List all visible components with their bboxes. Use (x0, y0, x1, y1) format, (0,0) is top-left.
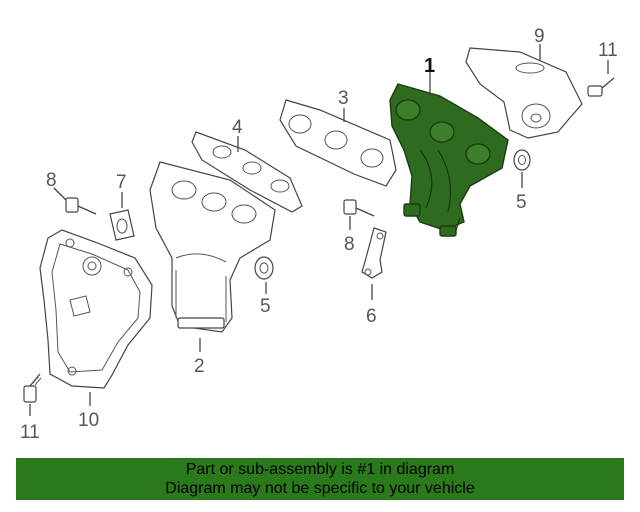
callout-6: 6 (366, 306, 377, 327)
callout-7: 7 (116, 172, 127, 193)
callout-5-right: 5 (516, 192, 527, 213)
callout-2: 2 (194, 356, 205, 377)
part-10-heat-shield-lower[interactable] (39, 229, 153, 389)
callout-10: 10 (78, 410, 99, 431)
callout-11-left: 11 (20, 422, 40, 443)
exhaust-manifold-diagram: 1 2 3 4 5 5 6 7 8 8 9 10 11 11 (20, 26, 618, 443)
callout-9: 9 (534, 26, 545, 47)
part-11-bolt-left[interactable] (23, 373, 42, 403)
part-6-bracket[interactable] (361, 227, 387, 279)
callout-1: 1 (424, 55, 435, 77)
callout-5-left: 5 (260, 296, 271, 317)
part-5-nut-left[interactable] (254, 256, 274, 280)
banner-line-2: Diagram may not be specific to your vehi… (165, 480, 475, 497)
part-1-exhaust-manifold-rear[interactable] (389, 83, 509, 237)
part-5-nut-right[interactable] (513, 149, 531, 171)
callout-4: 4 (232, 117, 243, 138)
info-banner: Part or sub-assembly is #1 in diagram Di… (16, 458, 624, 500)
callout-3: 3 (338, 88, 349, 109)
part-4-gasket[interactable] (191, 131, 303, 213)
callout-8-middle: 8 (344, 234, 355, 255)
part-8-bolt-left[interactable] (65, 197, 97, 215)
part-2-exhaust-manifold-front[interactable] (149, 161, 276, 333)
leader-lines (29, 44, 609, 416)
part-8-bolt-middle[interactable] (343, 199, 375, 217)
part-3-gasket[interactable] (279, 99, 397, 187)
part-9-heat-shield-upper[interactable] (465, 47, 583, 139)
callout-11-right: 11 (598, 40, 618, 61)
part-7-spacer[interactable] (109, 209, 135, 241)
callout-8-left: 8 (46, 170, 57, 191)
part-11-bolt-right[interactable] (587, 77, 615, 97)
banner-line-1: Part or sub-assembly is #1 in diagram (185, 461, 455, 478)
